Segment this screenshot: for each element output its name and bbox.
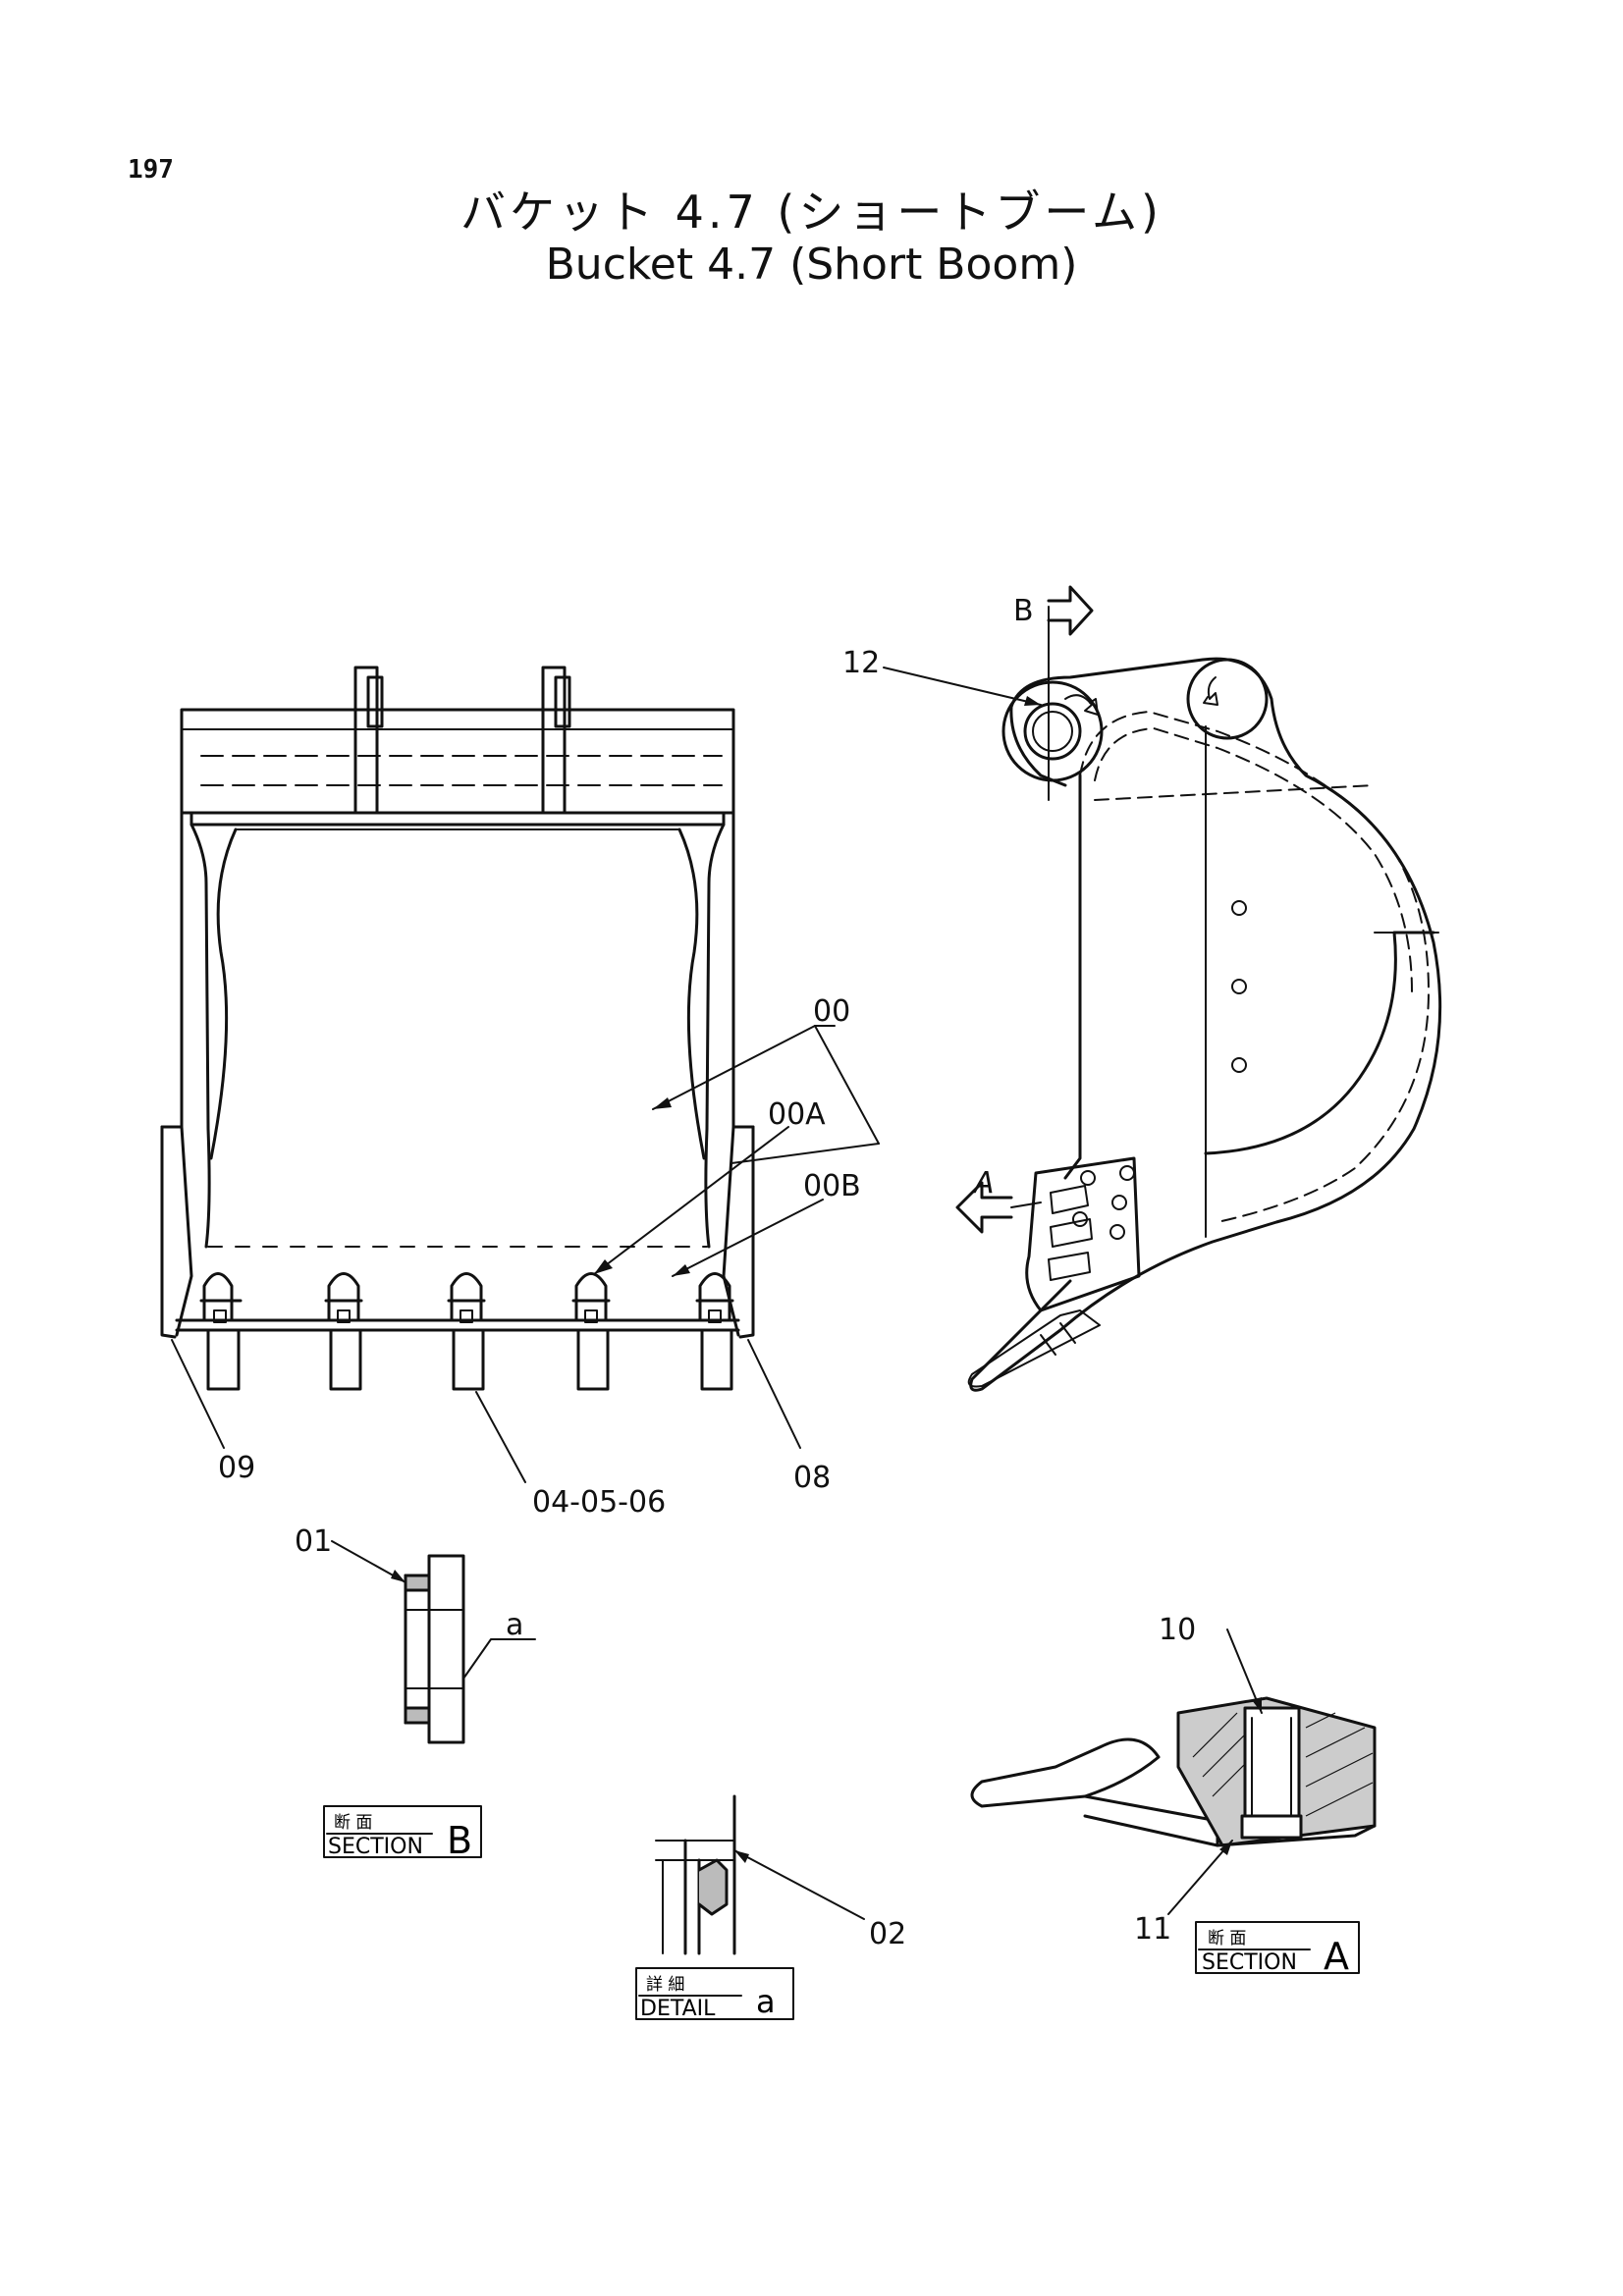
callout-a: a [506,1608,523,1642]
callout-12: 12 [842,646,880,680]
callout-04-05-06: 04-05-06 [532,1485,666,1520]
callout-08: 08 [793,1461,831,1495]
callout-00b: 00B [803,1169,861,1203]
bucket-teeth [199,1272,734,1391]
callout-09: 09 [218,1451,255,1485]
callout-01: 01 [295,1524,332,1559]
page-number: 197 [128,155,174,185]
bucket-side-view [883,585,1442,1392]
title-japanese: バケット 4.7 (ショートブーム) [460,186,1163,239]
section-a-letter: A [1324,1935,1349,1978]
detail-a-letter: a [756,1983,776,2020]
detail-a-jp: 詳 細 [646,1975,684,1995]
callout-00a: 00A [768,1097,826,1132]
bucket-front-view [160,666,880,1483]
section-arrow-a-label: A [972,1166,995,1201]
section-a-jp: 断 面 [1208,1929,1246,1949]
section-arrow-b-label: B [1013,594,1034,628]
section-b-en: SECTION [328,1835,423,1859]
callout-00: 00 [813,994,850,1029]
section-a-view [970,1629,1377,1974]
callout-labels: 00 00A 00B 09 08 04-05-06 12 01 a 02 10 … [218,594,1349,2021]
section-b-view [323,1540,536,1858]
callout-10: 10 [1159,1613,1196,1647]
callout-02: 02 [869,1917,906,1951]
detail-a-view [635,1794,865,2020]
section-b-jp: 断 面 [334,1813,372,1833]
detail-a-en: DETAIL [640,1997,716,2021]
callout-11: 11 [1134,1912,1171,1947]
title-english: Bucket 4.7 (Short Boom) [545,240,1078,290]
section-a-en: SECTION [1202,1950,1297,1975]
section-b-letter: B [447,1819,472,1862]
